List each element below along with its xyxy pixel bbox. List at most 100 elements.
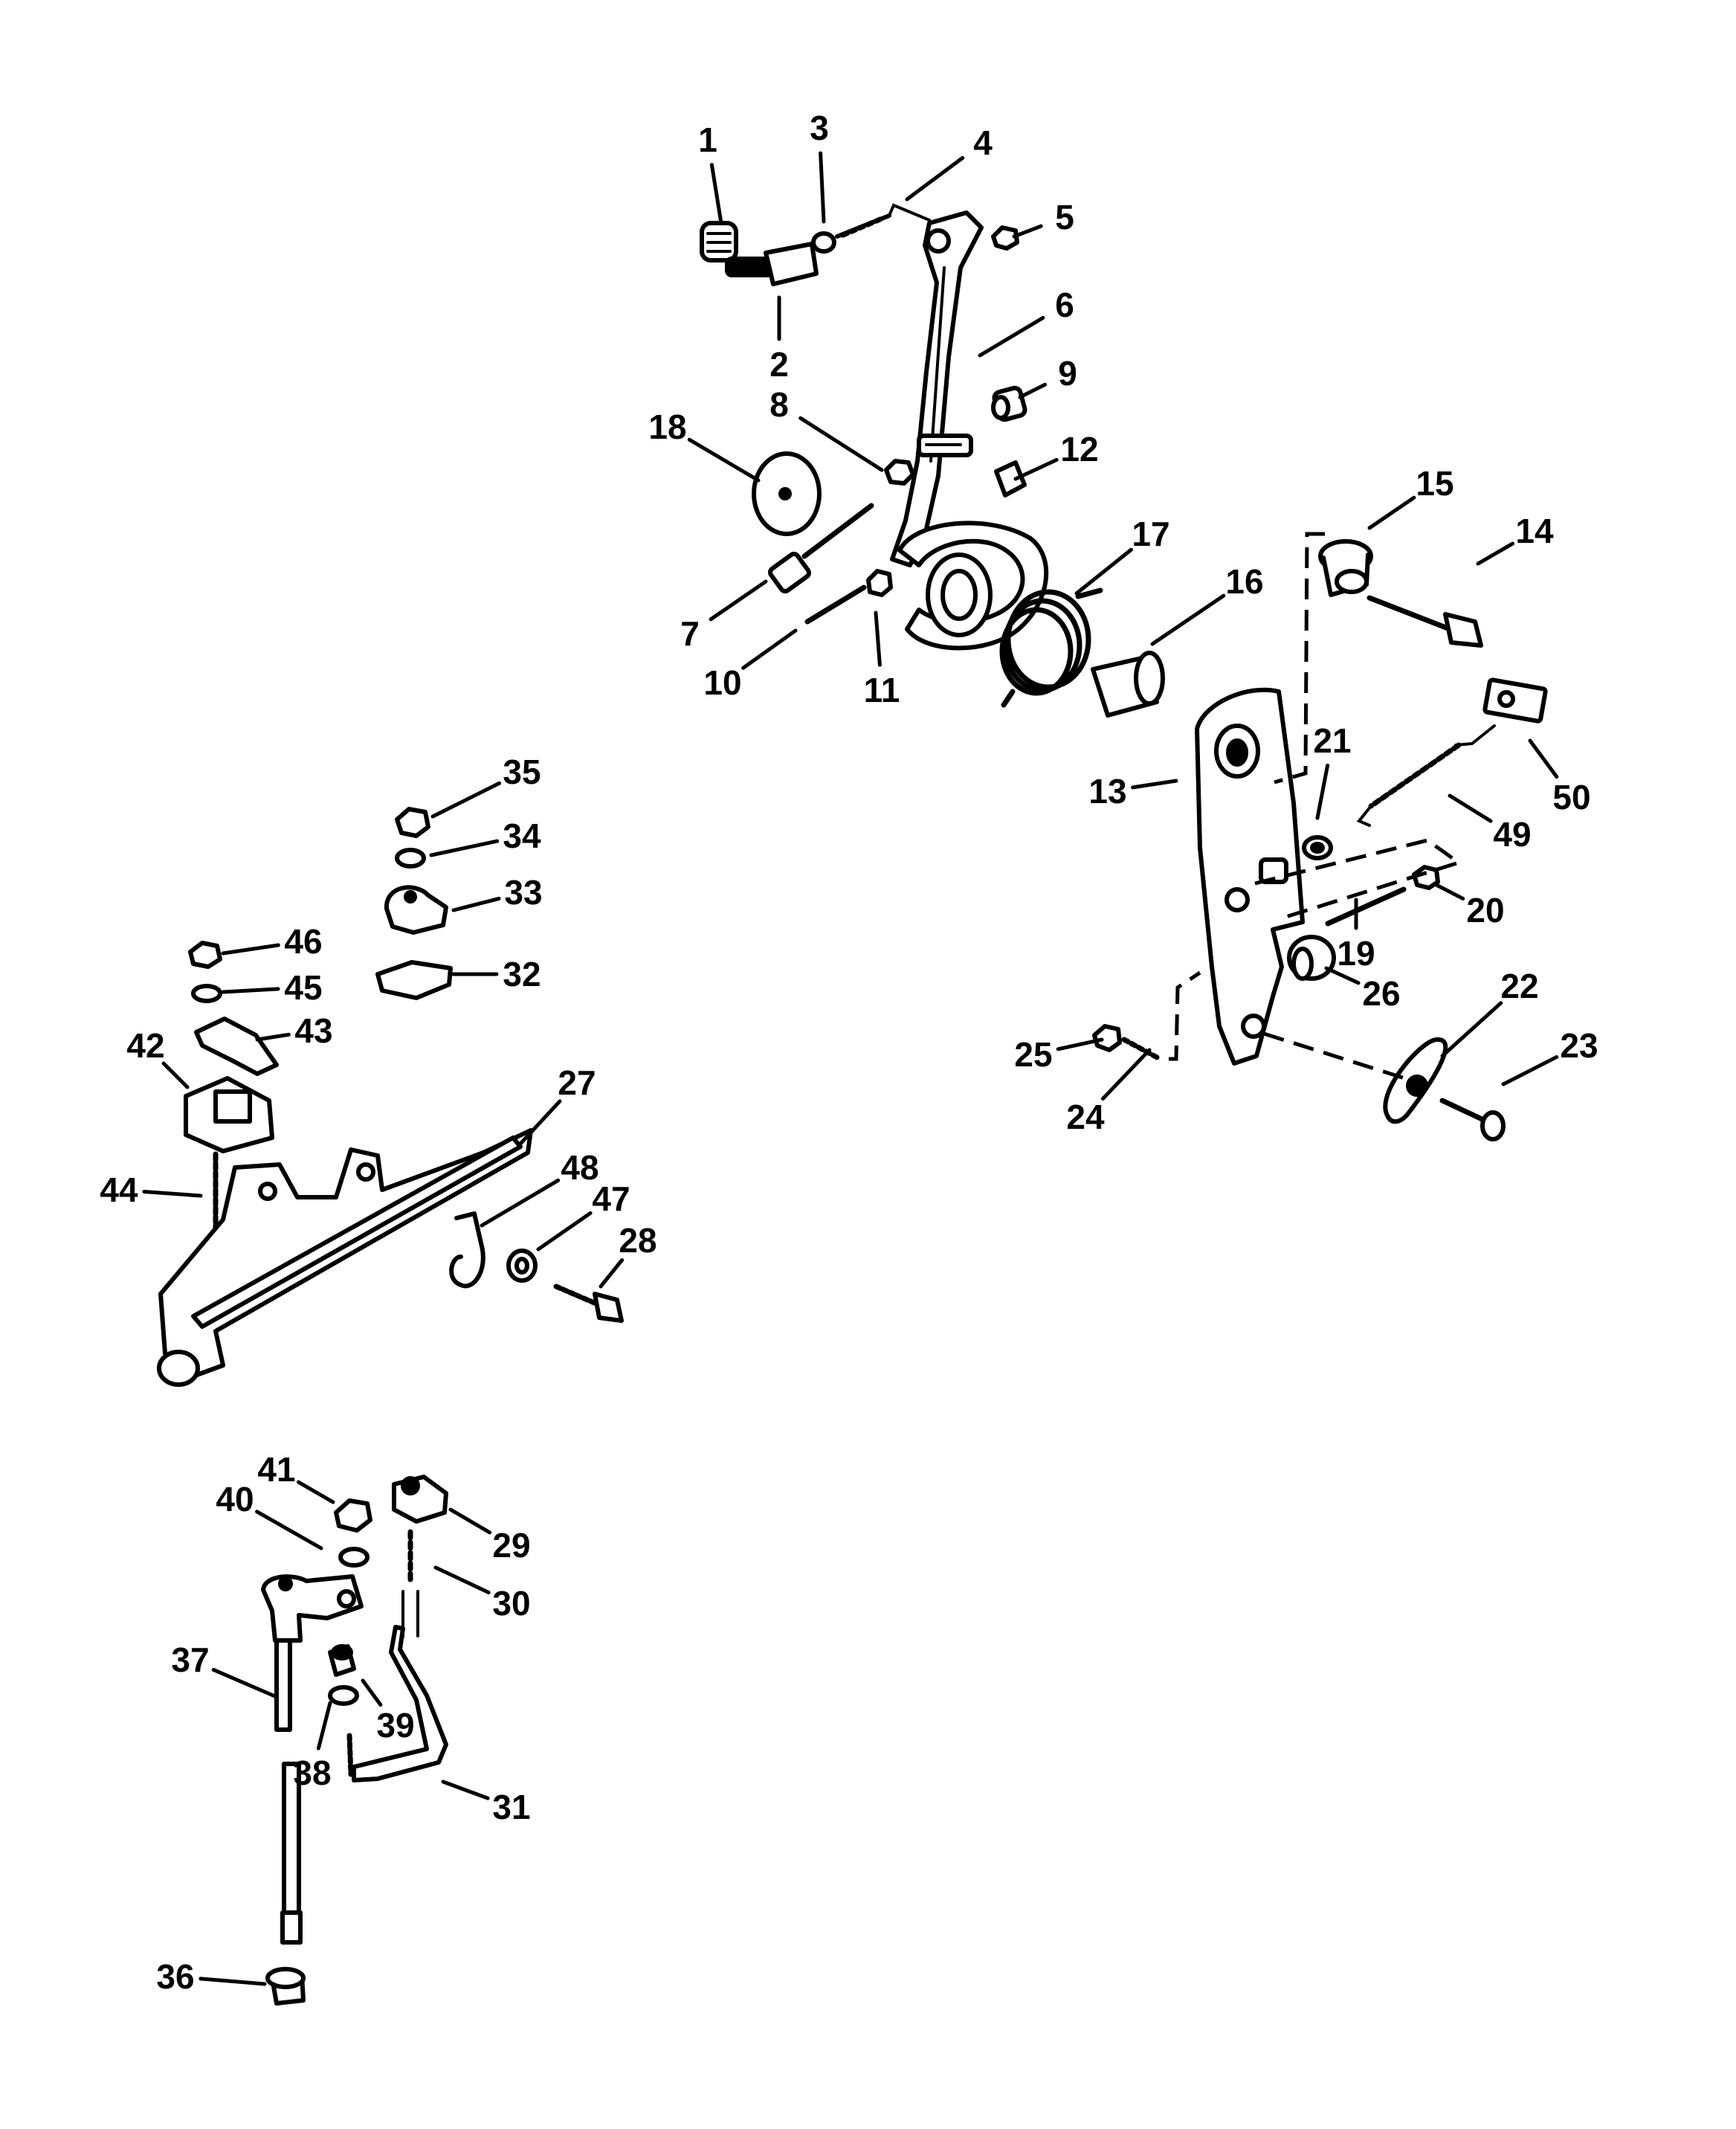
callout-number: 13 [1088, 772, 1126, 811]
callout-48: 48 [480, 1148, 599, 1228]
callout-leader [199, 1977, 267, 1986]
part-32 [375, 960, 453, 1000]
callout-2: 2 [769, 295, 789, 384]
assembly-line-link [1263, 1031, 1415, 1083]
part-19 [1325, 886, 1407, 927]
callout-leader [221, 943, 280, 956]
callout-leader [1018, 382, 1048, 399]
callout-number: 22 [1500, 967, 1538, 1005]
callout-leader [142, 1189, 203, 1198]
callout-26: 26 [1324, 966, 1401, 1013]
callout-leader [518, 1099, 562, 1146]
callout-25: 25 [1014, 1035, 1104, 1074]
callout-42: 42 [126, 1026, 190, 1089]
callout-leader [978, 315, 1045, 358]
callout-number: 21 [1313, 721, 1351, 760]
callout-number: 31 [492, 1788, 530, 1826]
part-31 [352, 1590, 448, 1782]
callout-19: 19 [1337, 898, 1375, 973]
callout-33: 33 [451, 873, 543, 912]
part-12 [994, 460, 1027, 497]
callout-45: 45 [221, 968, 323, 1007]
part-43 [194, 1017, 279, 1076]
callout-32: 32 [451, 955, 541, 993]
callout-leader [536, 1211, 593, 1252]
callout-41: 41 [257, 1450, 335, 1504]
callout-50: 50 [1528, 738, 1591, 817]
callout-number: 35 [503, 753, 541, 791]
callout-35: 35 [430, 753, 541, 819]
callout-30: 30 [433, 1565, 531, 1623]
callout-number: 49 [1493, 815, 1531, 854]
callout-39: 39 [361, 1678, 415, 1745]
callout-number: 25 [1014, 1035, 1052, 1074]
callout-16: 16 [1150, 562, 1264, 646]
callout-4: 4 [905, 123, 993, 202]
callout-24: 24 [1066, 1048, 1152, 1136]
callout-leader [1074, 547, 1133, 596]
part-48 [449, 1211, 485, 1289]
callout-leader [429, 839, 500, 857]
part-39 [328, 1644, 356, 1677]
callout-number: 32 [503, 955, 541, 993]
part-34 [395, 848, 426, 869]
callout-leader [687, 437, 761, 483]
part-3 [811, 231, 836, 254]
callout-number: 19 [1337, 934, 1375, 973]
part-41 [334, 1498, 372, 1533]
part-46 [188, 941, 222, 969]
callout-number: 47 [592, 1179, 630, 1218]
callout-leader [1056, 1037, 1104, 1051]
callout-leader [255, 1032, 291, 1042]
callout-leader [441, 1779, 490, 1800]
part-17 [999, 587, 1103, 708]
callout-leader [480, 1178, 561, 1228]
callout-21: 21 [1313, 721, 1352, 820]
callout-34: 34 [429, 817, 541, 857]
callout-leader [1448, 793, 1493, 823]
callout-leader [1367, 495, 1416, 530]
callout-number: 40 [216, 1480, 254, 1518]
callout-number: 18 [648, 408, 686, 446]
callout-number: 17 [1132, 515, 1169, 553]
callout-leader [161, 1061, 190, 1089]
callout-number: 48 [561, 1148, 598, 1187]
callout-number: 46 [284, 922, 322, 961]
callout-27: 27 [518, 1063, 596, 1146]
part-33 [384, 885, 448, 935]
callout-23: 23 [1501, 1026, 1598, 1086]
callout-leader [1501, 1054, 1559, 1086]
callout-leader [1434, 883, 1465, 901]
callout-47: 47 [536, 1179, 630, 1252]
callout-31: 31 [441, 1779, 531, 1826]
callout-number: 27 [558, 1063, 596, 1102]
callout-leader [1324, 966, 1361, 985]
callout-number: 15 [1416, 464, 1453, 503]
callout-number: 11 [864, 671, 900, 709]
part-11 [866, 569, 893, 597]
callout-14: 14 [1476, 512, 1554, 566]
callout-17: 17 [1074, 515, 1170, 596]
callout-number: 10 [703, 663, 741, 702]
callout-28: 28 [598, 1221, 657, 1289]
assembly-line-lower [1169, 970, 1201, 1061]
part-14 [1366, 595, 1483, 648]
callout-leader [1476, 541, 1515, 566]
callout-number: 42 [126, 1026, 164, 1065]
part-5 [991, 225, 1019, 251]
part-18 [752, 451, 822, 536]
callout-number: 43 [294, 1011, 332, 1050]
callout-leader [211, 1667, 279, 1699]
part-29 [392, 1475, 448, 1524]
callout-number: 1 [698, 120, 717, 159]
part-26 [1287, 935, 1336, 981]
part-25 [1092, 1024, 1122, 1052]
callout-leader [255, 1510, 323, 1550]
part-15 [1318, 539, 1373, 597]
callout-leader [433, 1565, 491, 1595]
callout-leader [874, 611, 882, 667]
part-23 [1439, 1098, 1506, 1141]
part-38 [328, 1685, 359, 1706]
